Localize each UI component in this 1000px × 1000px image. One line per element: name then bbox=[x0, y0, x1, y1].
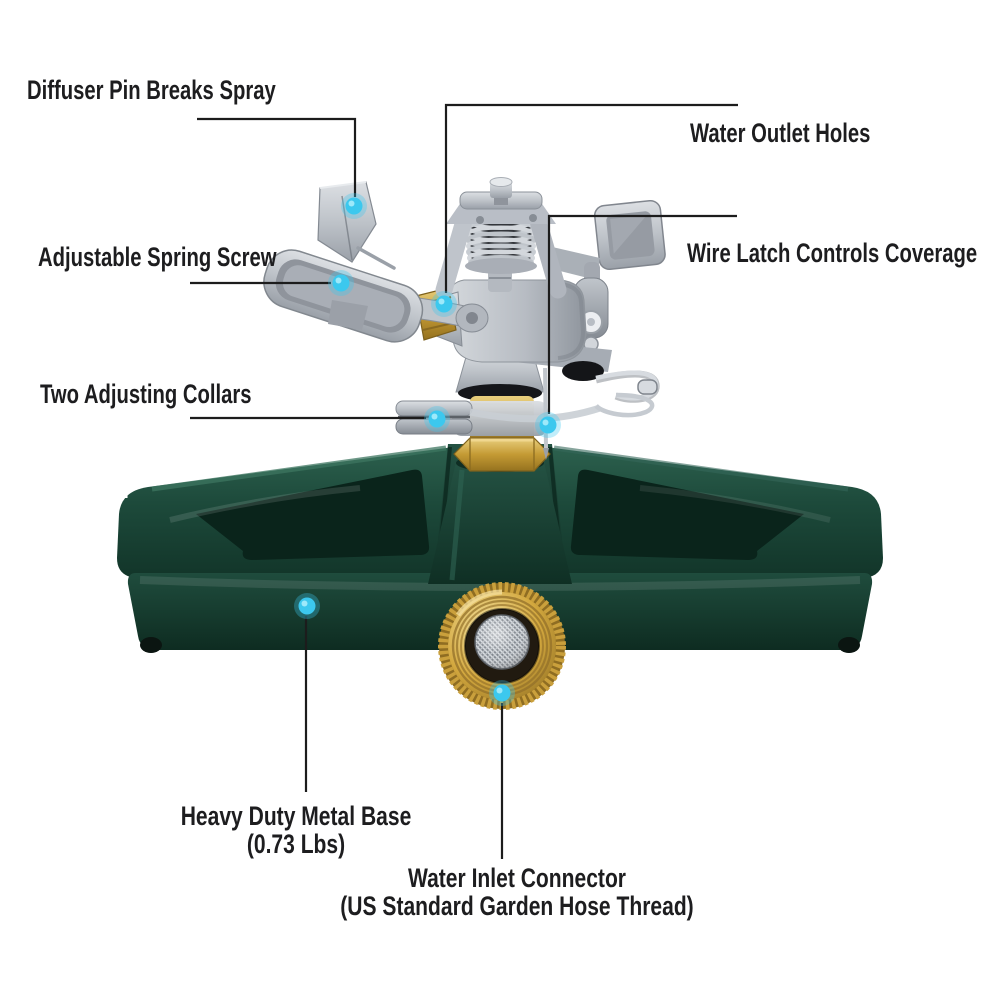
diffuser-blade-illustration bbox=[317, 181, 396, 270]
deflector-paddle-illustration bbox=[593, 199, 666, 271]
spray-arm-illustration bbox=[263, 249, 489, 343]
mesh-filter-illustration bbox=[474, 614, 530, 670]
water-inlet-connector-illustration bbox=[428, 454, 572, 710]
